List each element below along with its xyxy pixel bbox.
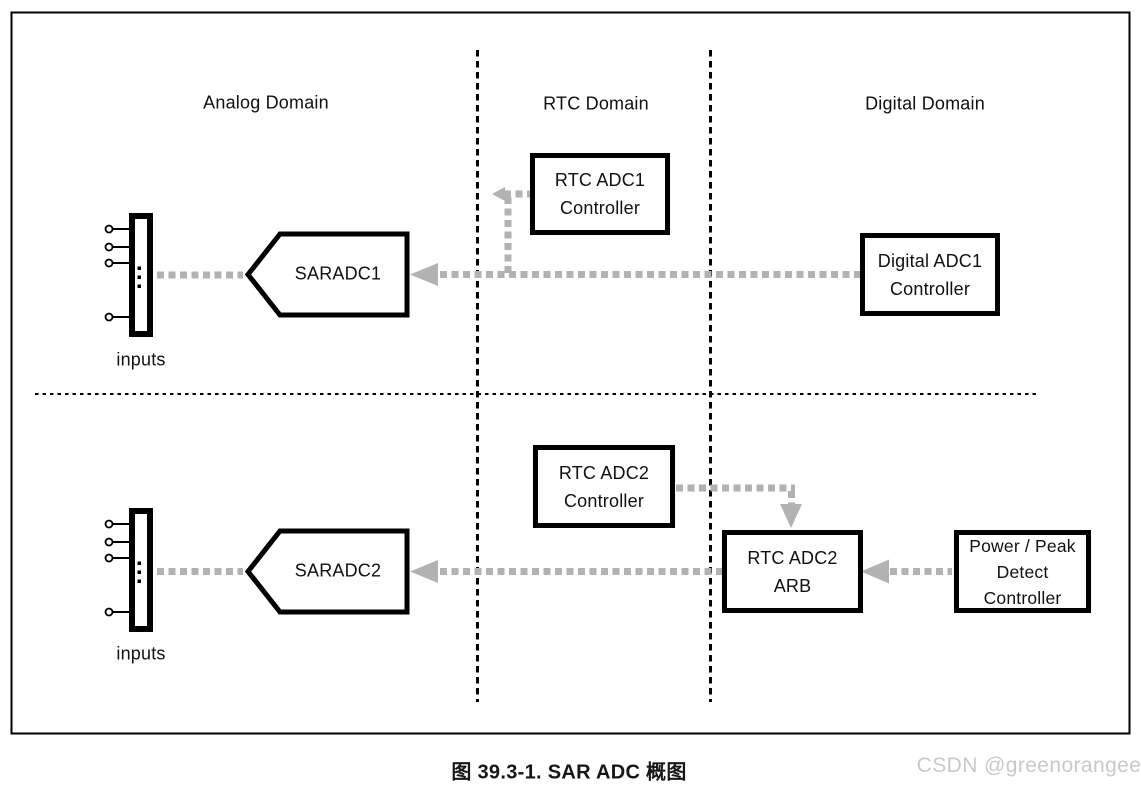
input-pin-circle <box>104 224 114 234</box>
rtc-adc1-branch-arrowhead-icon <box>492 187 505 201</box>
figure-frame <box>10 11 1131 735</box>
mux-ellipsis-dot <box>137 266 141 270</box>
domain-label-rtc: RTC Domain <box>543 93 649 114</box>
box-label-line: Controller <box>983 587 1062 608</box>
box-label-line: Controller <box>889 278 971 299</box>
arb-down-arrowhead-icon <box>780 504 802 528</box>
box-label-line: ARB <box>773 575 812 596</box>
box-label-line: RTC ADC1 <box>554 170 646 190</box>
input-pin-circle <box>104 607 114 617</box>
csdn-watermark: CSDN @greenorangee <box>916 754 1141 777</box>
input-mux-2-bar <box>129 508 153 632</box>
box-label-line: RTC ADC2 <box>747 547 838 568</box>
saradc2-shape <box>244 528 410 615</box>
mux-ellipsis-dot <box>137 561 141 565</box>
domain-label-analog: Analog Domain <box>203 92 329 113</box>
input-pin-circle <box>104 553 114 563</box>
mux-ellipsis-dot <box>137 579 141 583</box>
power-peak-detect-controller-box: Power / Peak Detect Controller <box>954 530 1091 613</box>
rtc-adc2-controller-box: RTC ADC2 Controller <box>533 445 675 528</box>
saradc2-arrowhead-icon <box>410 560 438 583</box>
box-label-line: Controller <box>563 490 645 511</box>
box-label-line: Controller <box>559 198 641 218</box>
mux-ellipsis-dot <box>137 284 141 288</box>
digital-adc1-controller-box: Digital ADC1 Controller <box>860 233 1000 316</box>
mux-ellipsis-dot <box>137 570 141 574</box>
saradc1-shape <box>244 231 410 318</box>
figure-caption: 图 39.3-1. SAR ADC 概图 <box>451 761 687 784</box>
input-mux-1-bar <box>129 213 153 337</box>
saradc1-label: SARADC1 <box>294 263 382 284</box>
input-pin-circle <box>104 312 114 322</box>
box-label-line: RTC ADC2 <box>558 462 650 483</box>
saradc2-label: SARADC2 <box>294 560 382 581</box>
input-pin-circle <box>104 519 114 529</box>
input-pin-circle <box>104 242 114 252</box>
inputs-label-adc1: inputs <box>116 349 166 370</box>
box-label-line: Digital ADC1 <box>877 250 983 271</box>
domain-label-digital: Digital Domain <box>865 93 985 114</box>
arb-left-arrowhead-icon <box>861 559 889 584</box>
input-pin-circle <box>104 537 114 547</box>
input-mux-2 <box>104 508 153 632</box>
rtc-adc2-arb-box: RTC ADC2 ARB <box>722 530 863 613</box>
box-label-line: Detect <box>996 561 1049 582</box>
inputs-label-adc2: inputs <box>116 643 166 664</box>
saradc1-arrowhead-icon <box>410 263 438 286</box>
input-mux-1 <box>104 213 153 337</box>
input-pin-circle <box>104 258 114 268</box>
rtc-adc1-controller-box: RTC ADC1 Controller <box>530 153 670 235</box>
box-label-line: Power / Peak <box>969 535 1076 556</box>
mux-ellipsis-dot <box>137 275 141 279</box>
